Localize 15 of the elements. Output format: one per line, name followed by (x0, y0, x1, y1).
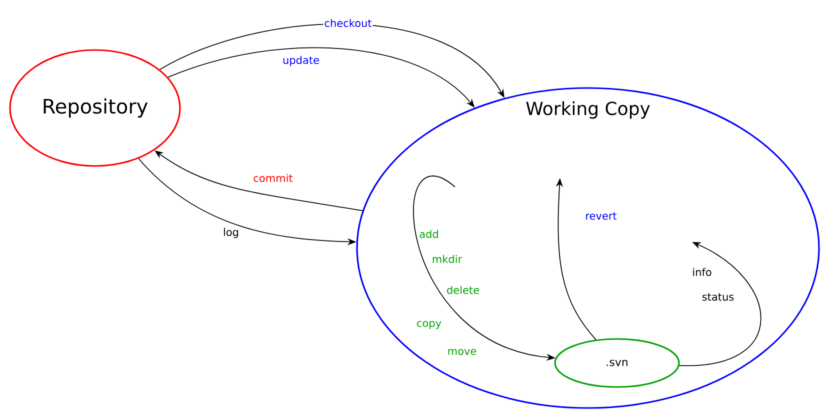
ellipse-node: .svn (554, 338, 680, 388)
command-label: add (418, 228, 440, 240)
edge-label: log (222, 226, 240, 240)
command-label: move (446, 348, 478, 356)
edge-label: update (282, 54, 320, 68)
command-label: delete (445, 284, 481, 296)
command-label: status (700, 292, 736, 302)
command-label: copy (415, 320, 443, 330)
arrow (679, 242, 762, 366)
edge-label: commit (252, 172, 294, 184)
ellipse-node: Repository (9, 49, 181, 167)
edge-label: revert (584, 211, 618, 221)
edge-label: checkout (323, 18, 373, 28)
command-label: mkdir (430, 254, 464, 264)
command-label: info (691, 266, 713, 278)
